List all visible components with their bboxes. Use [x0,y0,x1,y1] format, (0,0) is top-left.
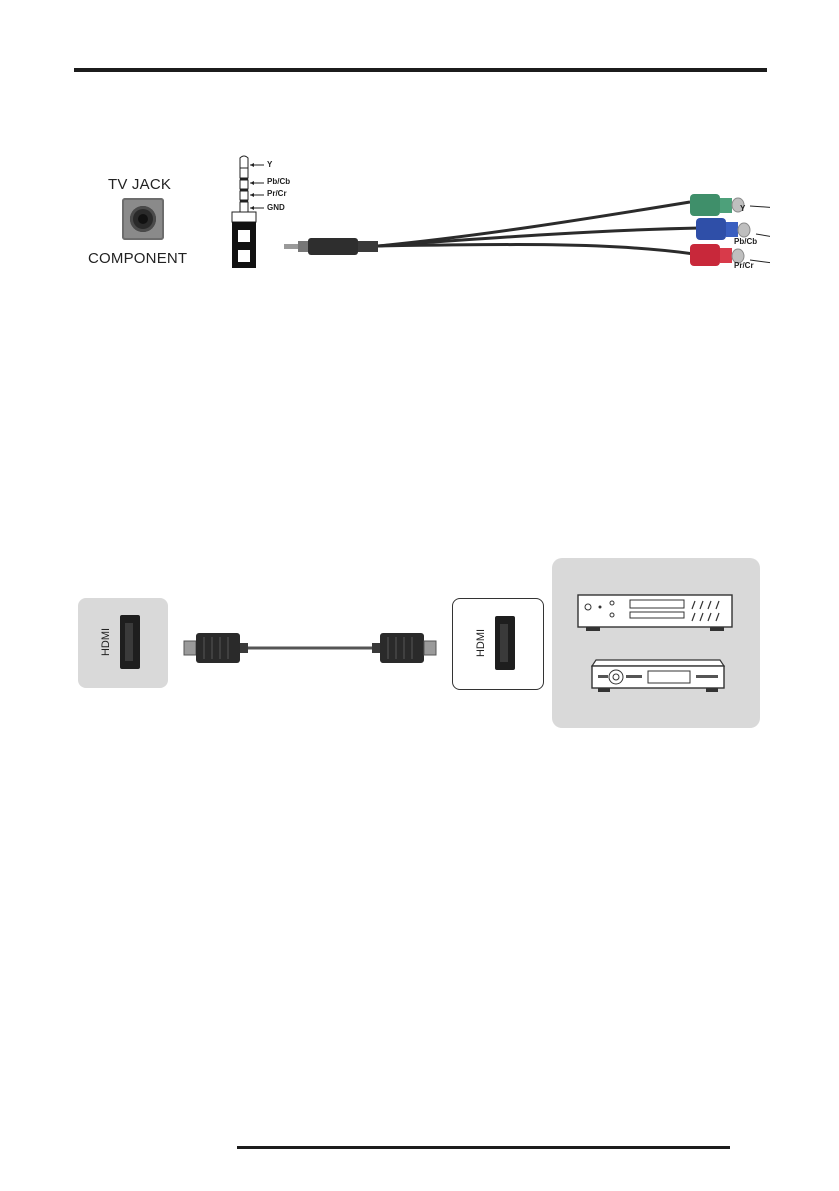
component-diagram: TV JACK COMPONENT Y Pb/Cb Pr/Cr GND [80,150,770,290]
device-hdmi-label: HDMI [475,629,487,657]
device-hdmi-port-panel: HDMI [452,598,544,690]
component-breakout-cable [280,180,770,280]
tv-jack-title: TV JACK [108,176,171,193]
tv-hdmi-label: HDMI [100,628,112,656]
device-hdmi-socket-icon [495,616,515,670]
rca-label-pr: Pr/Cr [734,261,754,270]
rca-label-pb: Pb/Cb [734,237,757,246]
hdmi-cable [182,625,438,671]
plug-pin-y: Y [267,160,272,169]
jack-socket-icon [122,198,164,240]
dvd-player-icon [576,591,736,635]
tv-hdmi-port-panel: HDMI [78,598,168,688]
footer-rule [237,1146,730,1149]
set-top-box-icon [588,656,728,696]
rca-label-y: Y [740,204,745,213]
tv-jack-subtitle: COMPONENT [88,250,187,267]
header-rule [74,68,767,72]
source-devices-panel [552,558,760,728]
tv-hdmi-socket-icon [120,615,140,669]
